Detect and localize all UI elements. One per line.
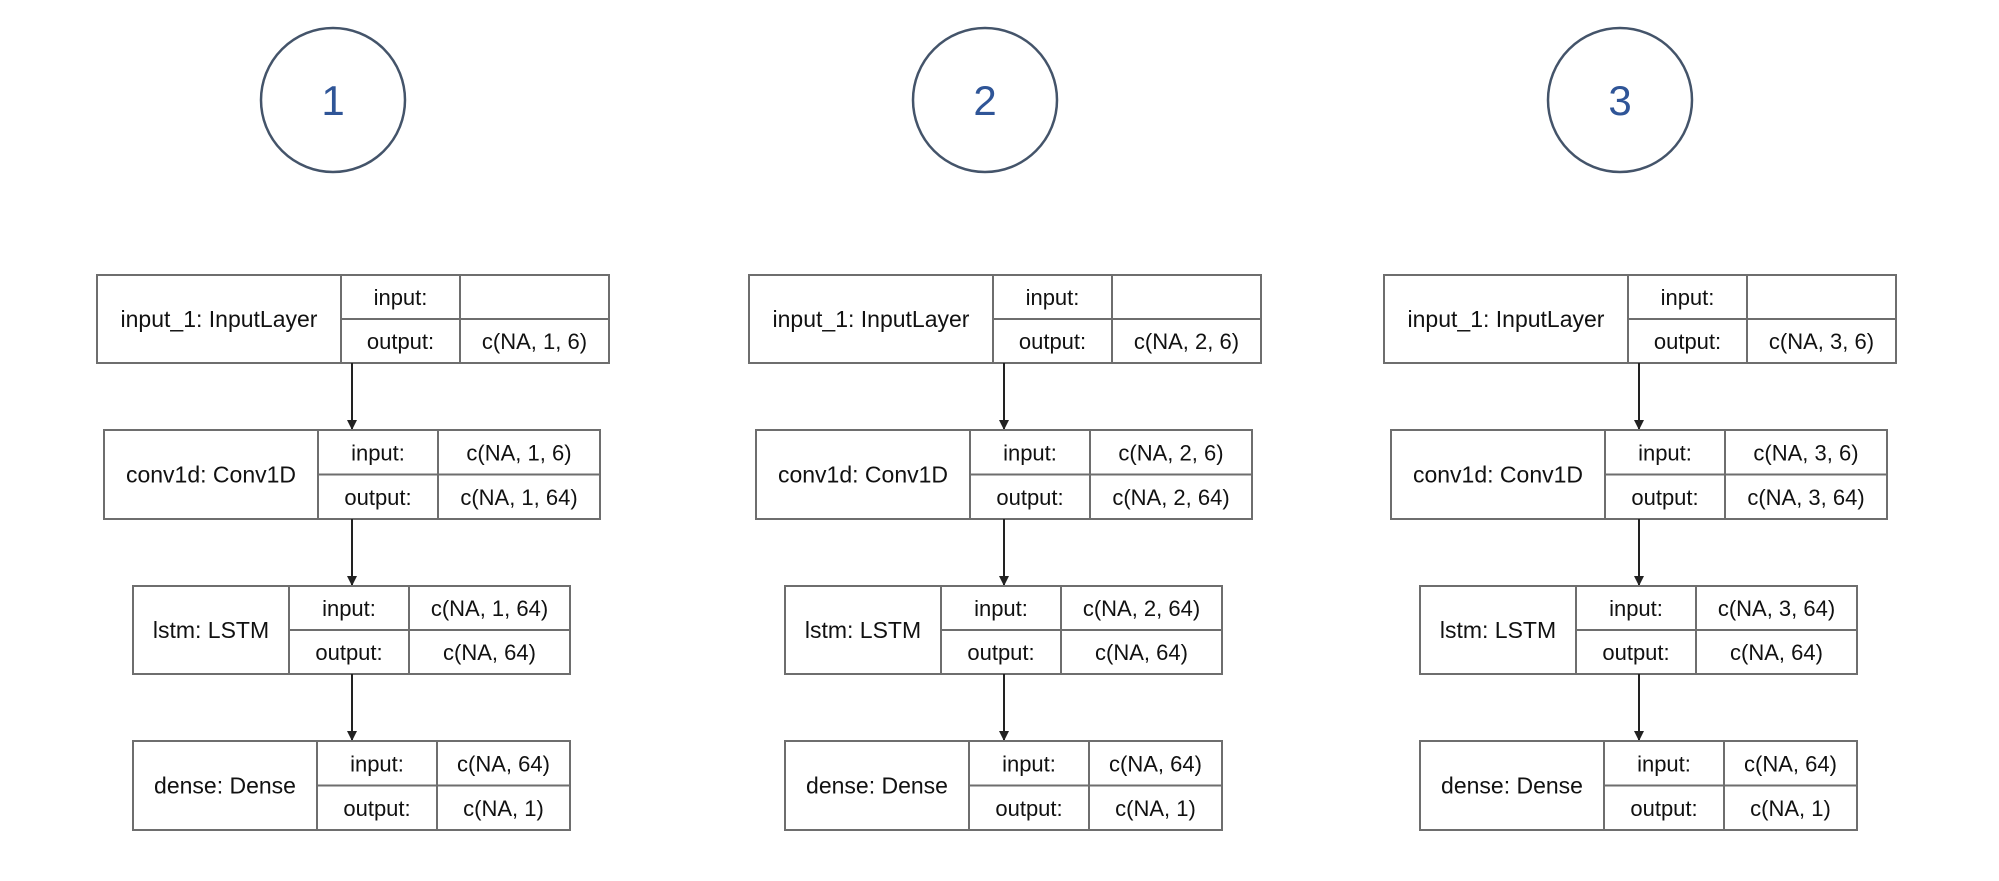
model-column-2: 2 input_1: InputLayer input: output: c(NA, 2… xyxy=(748,26,1262,831)
layer-box: input_1: InputLayer input: output: c(NA, 3,… xyxy=(1383,274,1897,364)
layer-name: input_1: InputLayer xyxy=(773,306,970,332)
layer-box: conv1d: Conv1D input: output: c(NA, 1, 6) c(… xyxy=(103,429,601,520)
layer-box: input_1: InputLayer input: output: c(NA, 1,… xyxy=(96,274,610,364)
output-shape: c(NA, 1) xyxy=(463,796,544,821)
output-label: output: xyxy=(996,485,1063,510)
layer-box: dense: Dense input: output: c(NA, 64) c(NA, … xyxy=(784,740,1223,831)
layer-name: conv1d: Conv1D xyxy=(126,462,296,488)
output-shape: c(NA, 2, 6) xyxy=(1134,329,1239,354)
input-label: input: xyxy=(974,596,1028,621)
column-number: 3 xyxy=(1608,77,1631,124)
layer-name: dense: Dense xyxy=(1441,773,1583,799)
output-shape: c(NA, 1, 64) xyxy=(460,485,577,510)
output-label: output: xyxy=(967,640,1034,665)
layer-name: conv1d: Conv1D xyxy=(1413,462,1583,488)
layer-name: dense: Dense xyxy=(154,773,296,799)
input-label: input: xyxy=(1002,751,1056,776)
input-shape: c(NA, 64) xyxy=(1744,751,1837,776)
output-label: output: xyxy=(995,796,1062,821)
output-shape: c(NA, 1, 6) xyxy=(482,329,587,354)
input-label: input: xyxy=(322,596,376,621)
output-label: output: xyxy=(344,485,411,510)
output-shape: c(NA, 3, 6) xyxy=(1769,329,1874,354)
output-label: output: xyxy=(1630,796,1697,821)
layer-name: lstm: LSTM xyxy=(153,617,269,643)
output-shape: c(NA, 2, 64) xyxy=(1112,485,1229,510)
layer-name: lstm: LSTM xyxy=(1440,617,1556,643)
output-shape: c(NA, 64) xyxy=(443,640,536,665)
layer-box: dense: Dense input: output: c(NA, 64) c(NA, … xyxy=(1419,740,1858,831)
layer-box: dense: Dense input: output: c(NA, 64) c(NA, … xyxy=(132,740,571,831)
input-label: input: xyxy=(1661,285,1715,310)
output-label: output: xyxy=(343,796,410,821)
input-label: input: xyxy=(374,285,428,310)
input-label: input: xyxy=(1026,285,1080,310)
input-shape: c(NA, 64) xyxy=(1109,751,1202,776)
input-shape: c(NA, 2, 6) xyxy=(1118,440,1223,465)
input-label: input: xyxy=(351,440,405,465)
layer-name: input_1: InputLayer xyxy=(1408,306,1605,332)
input-label: input: xyxy=(350,751,404,776)
layer-name: input_1: InputLayer xyxy=(121,306,318,332)
output-shape: c(NA, 64) xyxy=(1730,640,1823,665)
layer-box: lstm: LSTM input: output: c(NA, 1, 64) c(NA,… xyxy=(132,585,571,675)
number-circle xyxy=(911,26,1059,174)
layer-box: input_1: InputLayer input: output: c(NA, 2,… xyxy=(748,274,1262,364)
input-shape: c(NA, 2, 64) xyxy=(1083,596,1200,621)
column-number: 1 xyxy=(321,77,344,124)
output-label: output: xyxy=(1654,329,1721,354)
model-column-1: 1 input_1: InputLayer input: output: c(NA, 1… xyxy=(96,26,610,831)
output-shape: c(NA, 1) xyxy=(1750,796,1831,821)
output-shape: c(NA, 1) xyxy=(1115,796,1196,821)
output-label: output: xyxy=(315,640,382,665)
number-circle xyxy=(1546,26,1694,174)
layer-name: dense: Dense xyxy=(806,773,948,799)
input-label: input: xyxy=(1003,440,1057,465)
input-label: input: xyxy=(1609,596,1663,621)
layer-box: lstm: LSTM input: output: c(NA, 3, 64) c(NA,… xyxy=(1419,585,1858,675)
input-shape: c(NA, 1, 6) xyxy=(466,440,571,465)
input-label: input: xyxy=(1637,751,1691,776)
layer-box: conv1d: Conv1D input: output: c(NA, 2, 6) c(… xyxy=(755,429,1253,520)
model-column-3: 3 input_1: InputLayer input: output: c(NA, 3… xyxy=(1383,26,1897,831)
layer-name: lstm: LSTM xyxy=(805,617,921,643)
input-label: input: xyxy=(1638,440,1692,465)
input-shape: c(NA, 1, 64) xyxy=(431,596,548,621)
output-label: output: xyxy=(1019,329,1086,354)
output-shape: c(NA, 64) xyxy=(1095,640,1188,665)
layer-box: lstm: LSTM input: output: c(NA, 2, 64) c(NA,… xyxy=(784,585,1223,675)
input-shape: c(NA, 3, 6) xyxy=(1753,440,1858,465)
output-label: output: xyxy=(367,329,434,354)
output-shape: c(NA, 3, 64) xyxy=(1747,485,1864,510)
output-label: output: xyxy=(1602,640,1669,665)
column-number: 2 xyxy=(973,77,996,124)
number-circle xyxy=(259,26,407,174)
layer-box: conv1d: Conv1D input: output: c(NA, 3, 6) c(… xyxy=(1390,429,1888,520)
input-shape: c(NA, 64) xyxy=(457,751,550,776)
output-label: output: xyxy=(1631,485,1698,510)
layer-name: conv1d: Conv1D xyxy=(778,462,948,488)
input-shape: c(NA, 3, 64) xyxy=(1718,596,1835,621)
